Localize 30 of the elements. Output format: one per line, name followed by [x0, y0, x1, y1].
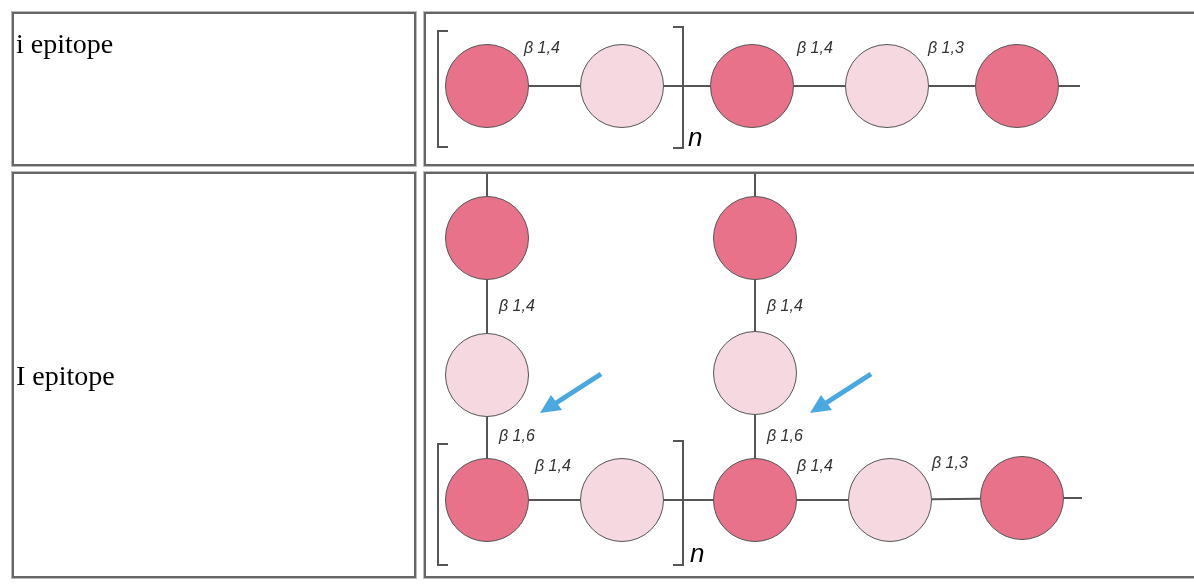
linkage-line — [486, 173, 488, 197]
linkage-line — [754, 173, 756, 197]
linkage-line — [486, 416, 488, 459]
row-header: i epitope — [16, 30, 114, 58]
linkage-line — [754, 279, 756, 332]
row-header: I epitope — [16, 362, 115, 390]
linkage-label: β 1,6 — [767, 428, 803, 444]
repeat-subscript: n — [690, 540, 705, 566]
linkage-line — [1063, 497, 1083, 499]
linkage-label: β 1,3 — [932, 455, 968, 471]
linkage-line — [663, 499, 714, 501]
linkage-line — [486, 279, 488, 334]
linkage-label: β 1,6 — [499, 428, 535, 444]
linkage-line — [931, 497, 981, 501]
linkage-line — [1058, 85, 1081, 87]
linkage-line — [528, 85, 581, 87]
linkage-label: β 1,4 — [524, 40, 560, 56]
linkage-label: β 1,3 — [928, 40, 964, 56]
linkage-label: β 1,4 — [535, 458, 571, 474]
linkage-line — [663, 85, 711, 87]
linkage-line — [754, 414, 756, 459]
linkage-label: β 1,4 — [797, 458, 833, 474]
repeat-subscript: n — [688, 124, 703, 150]
linkage-line — [528, 499, 581, 501]
linkage-line — [793, 85, 846, 87]
linkage-label: β 1,4 — [767, 298, 803, 314]
linkage-line — [796, 499, 849, 501]
linkage-label: β 1,4 — [797, 40, 833, 56]
linkage-line — [928, 85, 976, 87]
linkage-label: β 1,4 — [499, 298, 535, 314]
